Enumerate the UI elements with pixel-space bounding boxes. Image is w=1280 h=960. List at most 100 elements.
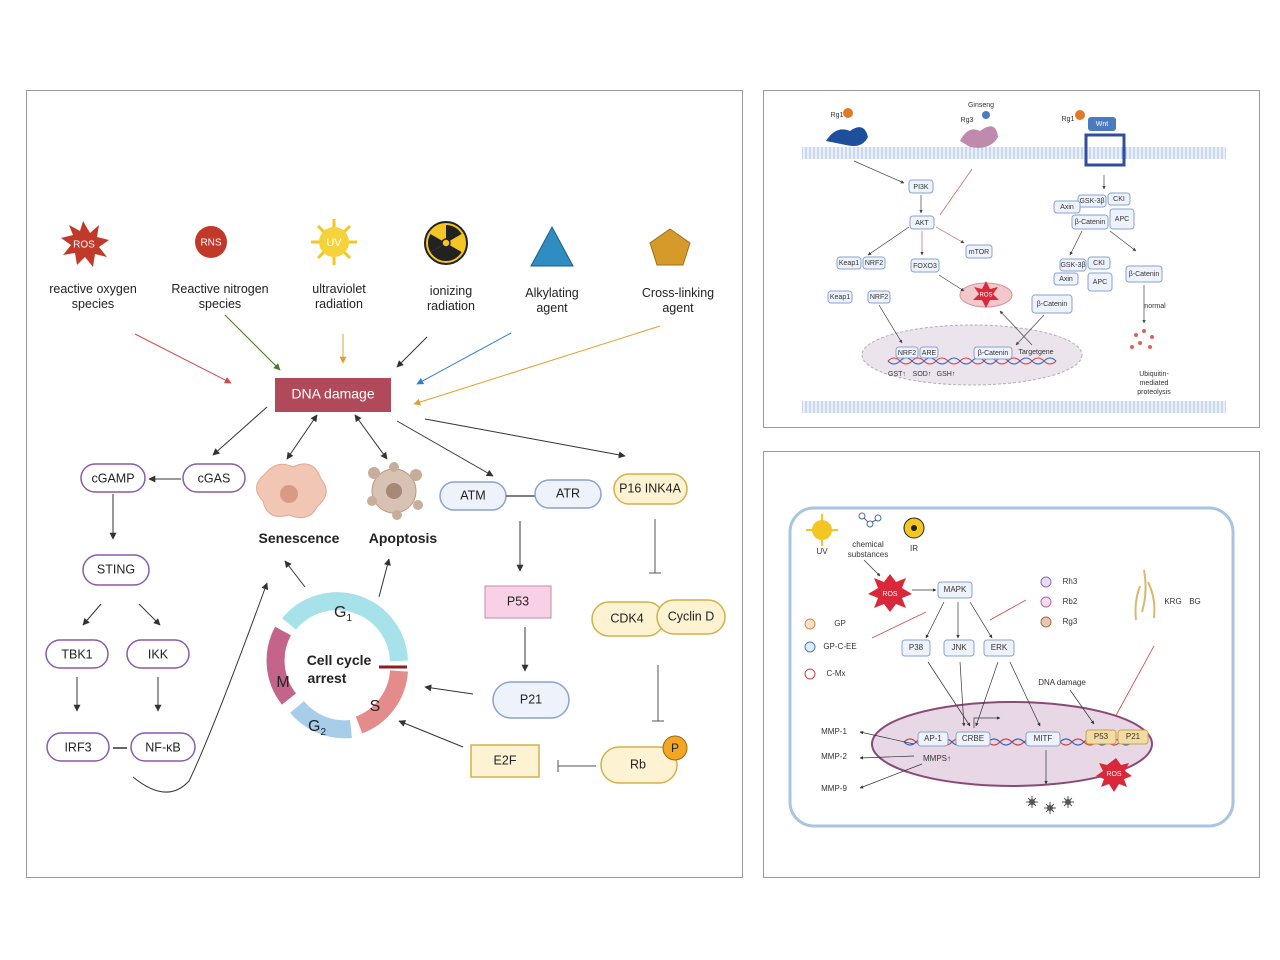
rb-node	[600, 746, 678, 784]
cycle-title-1: Cell cycle	[307, 652, 372, 668]
alkylating-label-1: Alkylating	[525, 286, 579, 300]
mapk-node	[937, 581, 973, 599]
rg1-ligand-icon	[843, 108, 853, 118]
atr-node	[534, 479, 602, 509]
ikk-label: IKK	[148, 647, 169, 661]
axin-node	[1053, 200, 1081, 214]
ros-label-1: reactive oxygen	[49, 282, 137, 296]
alkylating-arrow	[416, 332, 512, 385]
gst-label: GST↑	[888, 371, 906, 378]
rg3-ligand-icon	[982, 111, 990, 119]
erk-to-crbe-arrow	[975, 661, 999, 727]
e2f-to-cycle-arrow	[398, 720, 464, 748]
wnt-receptor-icon	[1084, 117, 1126, 167]
bcatenin2-label: β-Catenin	[1037, 301, 1068, 308]
nfkb-label: NF-κB	[145, 740, 180, 754]
nucleus	[871, 701, 1153, 787]
alkylating-triangle-icon	[530, 225, 574, 267]
cki-node	[1107, 192, 1131, 206]
nrf2c-node	[895, 346, 919, 359]
mtor-node	[965, 244, 993, 259]
mapk-to-erk-arrow	[969, 601, 993, 639]
mapk-to-p38-arrow	[925, 601, 945, 639]
g1-phase-arc	[282, 592, 408, 662]
bcatenin-label: β-Catenin	[1075, 219, 1106, 226]
cgas-node	[182, 463, 246, 493]
ginsenoside-inhibit-line	[989, 599, 1027, 621]
pi3k-label: PI3K	[913, 184, 929, 191]
s-label: S	[370, 698, 381, 715]
atm-label: ATM	[460, 488, 485, 502]
dna-damage-panel: ROS RNS UV reactive oxygen species React…	[26, 90, 743, 878]
axin2-label: Axin	[1059, 276, 1073, 283]
ginseng-signaling-panel: Rg1 Ginseng Rg3 Wnt Rg1 PI3K AKT Keap1 N…	[763, 90, 1260, 428]
radiation-icon	[424, 221, 468, 265]
bcatenin3-node	[1125, 265, 1163, 283]
ros2-burst-label: ROS	[1106, 771, 1122, 778]
ubiquitin-label-1: Ubiquitin-	[1139, 371, 1169, 378]
g2-phase-arc	[290, 700, 352, 739]
are-node	[919, 346, 939, 359]
keap1-node	[836, 256, 862, 270]
akt-to-keap1-arrow	[867, 226, 910, 256]
bcat2-to-nucleus-arrow	[1015, 314, 1045, 346]
cmx-label: C-Mx	[826, 669, 845, 678]
mtor-label: mTOR	[969, 249, 989, 256]
nrf2b-node	[867, 290, 891, 304]
apoptosis-label: Apoptosis	[369, 530, 438, 546]
m-phase-arc	[266, 626, 297, 705]
rh3-dot-icon	[1040, 576, 1052, 588]
uv-label: UV	[816, 547, 828, 556]
nrf2c-label: NRF2	[898, 350, 916, 357]
rg1b-label: Rg1	[1062, 116, 1075, 123]
phosphate-icon	[662, 735, 688, 761]
bg-label: BG	[1189, 597, 1201, 606]
chemical-label-1: chemical	[852, 540, 884, 549]
crosslinking-pentagon-icon	[649, 228, 691, 266]
sod-label: SOD↑	[913, 371, 932, 378]
foxo3-to-ros-arrow	[938, 274, 965, 292]
p38-label: P38	[909, 643, 924, 652]
rg3-label: Rg3	[961, 117, 974, 124]
ros2-burst-icon	[1096, 758, 1132, 792]
mmp2-label: MMP-2	[821, 752, 847, 761]
dna-senescence-arrow	[286, 414, 318, 460]
mmp1-label: MMP-1	[821, 727, 847, 736]
sting-label: STING	[97, 562, 135, 576]
rns-label-1: Reactive nitrogen	[171, 282, 268, 296]
axin-label: Axin	[1060, 204, 1074, 211]
bcat-to-bcat3-arrow	[1109, 230, 1137, 252]
bcatenin3-label: β-Catenin	[1129, 271, 1160, 278]
axin2-node	[1053, 272, 1079, 286]
dna-damage-diagram: ROS RNS UV reactive oxygen species React…	[45, 219, 726, 793]
mmp9-label: MMP-9	[821, 784, 847, 793]
p21-label: P21	[1126, 732, 1141, 741]
tbk1-node	[45, 639, 109, 669]
ir-label-1: ionizing	[430, 284, 472, 298]
m-label: M	[276, 674, 289, 691]
to-mmp2-arrow	[859, 755, 915, 760]
cycle-title-2: arrest	[308, 670, 347, 686]
crbe-label: CRBE	[962, 734, 984, 743]
gsh-label: GSH↑	[937, 371, 956, 378]
skin-photoaging-diagram: UV chemical substances IR ROS MAPK Rh3 R…	[788, 506, 1235, 828]
rg1-to-pi3k-arrow	[853, 160, 905, 184]
senescence-cell-icon	[256, 463, 327, 519]
cgamp-node	[80, 463, 146, 493]
ros-burst-label: ROS	[882, 591, 898, 598]
crbe-node	[955, 731, 991, 747]
ap1-label: AP-1	[924, 734, 942, 743]
gp-inhibit-line	[871, 611, 927, 639]
jnk-node	[943, 639, 975, 657]
degradation-fragments-icon	[1130, 329, 1154, 349]
nfkb-node	[130, 732, 196, 762]
rg3-receptor-icon	[960, 126, 998, 148]
rg3-dot-icon	[1040, 616, 1052, 628]
rg3-inhibit-akt	[939, 168, 973, 216]
sting-to-ikk-arrow	[138, 603, 161, 626]
krg-label: KRG	[1164, 597, 1181, 606]
apoptosis-cell-icon	[367, 462, 423, 520]
to-mmp1-arrow	[859, 730, 915, 745]
cgamp-label: cGAMP	[91, 471, 134, 485]
rns-label-2: species	[199, 297, 241, 311]
